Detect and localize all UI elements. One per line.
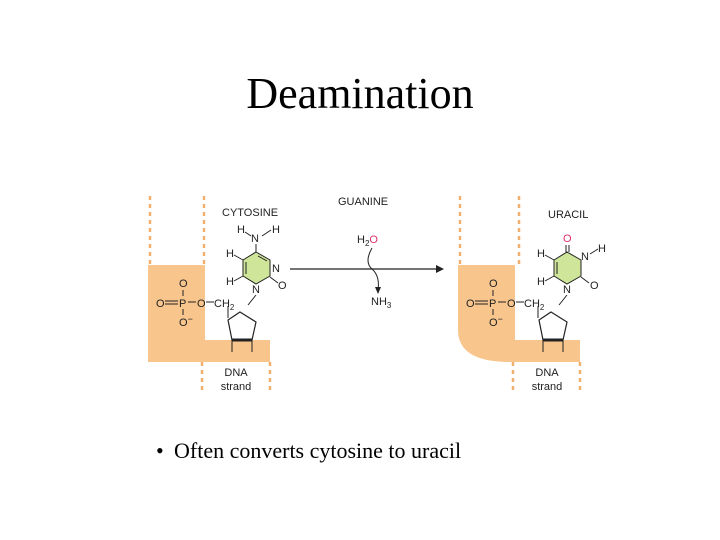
cytosine-nucleotide: DNA strand CYTOSINE H N H N N H H O O O … [148, 196, 287, 393]
dna-strand-label-line1: DNA [535, 367, 559, 379]
ch2-group: CH2 [524, 298, 545, 312]
bond [261, 229, 272, 237]
ch2-group: CH2 [214, 298, 235, 312]
cytosine-label: CYTOSINE [222, 207, 278, 219]
dna-strand-background-lower [148, 265, 270, 362]
curved-arrow [367, 247, 379, 291]
uracil-ring-h-upper: H [537, 248, 545, 260]
phosphate-o-left: O [156, 298, 165, 310]
cytosine-ring [242, 251, 271, 285]
bond [269, 276, 279, 284]
uracil-label: URACIL [548, 209, 588, 221]
dna-strand-label-line1: DNA [224, 367, 248, 379]
curved-arrow-head [375, 287, 381, 294]
cytosine-amino-h-left: H [237, 224, 245, 236]
bond [589, 248, 599, 255]
deoxyribose-ring [538, 311, 568, 341]
ring-double-bond [257, 255, 268, 262]
phosphate-o-left: O [466, 298, 475, 310]
dna-strand-label-line2: strand [532, 381, 563, 393]
strand-dotted-outline [458, 196, 582, 390]
cytosine-carbonyl-o: O [278, 280, 287, 292]
phosphate-p: P [179, 298, 186, 310]
cytosine-amino-n: N [251, 233, 259, 245]
bond [558, 294, 568, 306]
phosphate-o-top: O [489, 278, 498, 290]
phosphate-o-bridge: O [197, 298, 206, 310]
phosphate-p: P [489, 298, 496, 310]
phosphate-o-minus: O− [489, 314, 503, 329]
bond [580, 276, 590, 284]
bond [233, 254, 244, 261]
bond [244, 231, 252, 237]
cytosine-ring-h-upper: H [226, 248, 234, 260]
guanine-label: GUANINE [338, 196, 388, 208]
uracil-ring-n-bottom: N [563, 284, 571, 296]
cytosine-ring-h-lower: H [226, 276, 234, 288]
phosphate-o-bridge: O [507, 298, 516, 310]
bond [544, 254, 555, 261]
bond [233, 275, 244, 282]
bullet-point: • Often converts cytosine to uracil [156, 438, 461, 464]
bond [247, 294, 257, 306]
water-reagent: H2O [357, 234, 378, 248]
uracil-ring-h-lower: H [537, 276, 545, 288]
bond [544, 275, 555, 282]
cytosine-ring-n-bottom: N [252, 284, 260, 296]
uracil-carbonyl-o: O [590, 280, 599, 292]
slide-title: Deamination [246, 69, 474, 118]
uracil-h-right: H [598, 243, 606, 255]
uracil-nucleotide: DNA strand URACIL O N H H H N O O O P O … [458, 196, 606, 393]
strand-dotted-outline [148, 196, 272, 390]
reaction-arrow-head [436, 265, 444, 273]
uracil-oxygen-new: O [563, 233, 572, 245]
cytosine-amino-h-right: H [272, 224, 280, 236]
cytosine-ring-n-right: N [272, 263, 280, 275]
reaction: GUANINE H2O NH3 [290, 196, 444, 310]
uracil-n-right: N [581, 251, 589, 263]
ammonia-product: NH3 [371, 296, 392, 310]
phosphate-o-top: O [179, 278, 188, 290]
deoxyribose-ring [227, 311, 257, 341]
uracil-ring [553, 251, 582, 285]
phosphate-o-minus: O− [179, 314, 193, 329]
bullet-marker: • [156, 438, 164, 463]
dna-strand-label-line2: strand [221, 381, 252, 393]
dna-strand-background [458, 265, 580, 362]
bullet-text: Often converts cytosine to uracil [174, 438, 462, 463]
